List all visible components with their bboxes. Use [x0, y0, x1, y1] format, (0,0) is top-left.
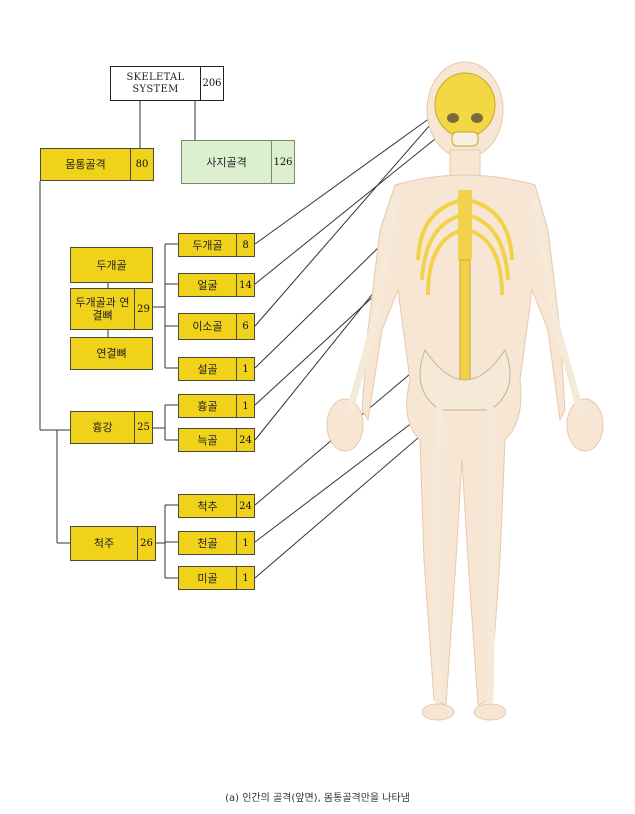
leaf-count: 8 [236, 234, 254, 256]
leaf-ribs-box: 늑골 24 [178, 428, 255, 452]
leaf-label: 척추 [197, 499, 218, 513]
vertebral-column-box: 척주 26 [70, 526, 156, 561]
thorax-label: 흉강 [92, 421, 113, 434]
skull-associated-count: 29 [134, 289, 152, 329]
skeletal-system-count: 206 [200, 67, 223, 100]
leaf-count: 6 [236, 314, 254, 339]
axial-skeleton-count: 80 [130, 149, 153, 180]
leaf-face-box: 얼굴 14 [178, 273, 255, 297]
leaf-vertebrae-box: 척추 24 [178, 494, 255, 518]
leaf-cranium-box: 두개골 8 [178, 233, 255, 257]
skull-associated-box: 두개골과 연결뼈 29 [70, 288, 153, 330]
leaf-label: 흉골 [197, 399, 218, 413]
leaf-count: 1 [236, 567, 254, 589]
appendicular-skeleton-box: 사지골격 126 [181, 140, 295, 184]
leaf-count: 1 [236, 395, 254, 417]
leaf-label: 이소골 [192, 320, 223, 333]
leaf-label: 설골 [197, 362, 218, 376]
leaf-label: 두개골 [192, 238, 223, 252]
vertebral-column-label: 척주 [93, 537, 115, 550]
leaf-count: 24 [236, 495, 254, 517]
associated-bones-box: 연결뼈 [70, 337, 153, 370]
leaf-count: 1 [236, 358, 254, 380]
leaf-coccyx-box: 미골 1 [178, 566, 255, 590]
leaf-count: 24 [236, 429, 254, 451]
vertebral-column-count: 26 [137, 527, 155, 560]
leaf-label: 미골 [197, 571, 218, 585]
leaf-ossicles-box: 이소골 6 [178, 313, 255, 340]
axial-skeleton-box: 몸통골격 80 [40, 148, 154, 181]
leaf-hyoid-box: 설골 1 [178, 357, 255, 381]
leaf-sacrum-box: 천골 1 [178, 531, 255, 555]
appendicular-skeleton-count: 126 [271, 141, 294, 183]
leaf-label: 천골 [197, 536, 218, 550]
thorax-count: 25 [134, 412, 152, 443]
figure-caption: (a) 인간의 골격(앞면), 몸통골격만을 나타냄 [225, 793, 410, 804]
leaf-sternum-box: 흉골 1 [178, 394, 255, 418]
thorax-box: 흉강 25 [70, 411, 153, 444]
leaf-label: 늑골 [197, 433, 218, 447]
appendicular-skeleton-label: 사지골격 [206, 155, 247, 169]
leaf-label: 얼굴 [197, 278, 218, 292]
skull-group-box: 두개골 [70, 247, 153, 283]
skull-associated-label: 두개골과 연결뼈 [75, 296, 130, 322]
associated-bones-label: 연결뼈 [96, 347, 127, 360]
axial-skeleton-label: 몸통골격 [65, 158, 106, 171]
leaf-count: 1 [236, 532, 254, 554]
skull-group-label: 두개골 [96, 258, 127, 272]
leaf-count: 14 [236, 274, 254, 296]
